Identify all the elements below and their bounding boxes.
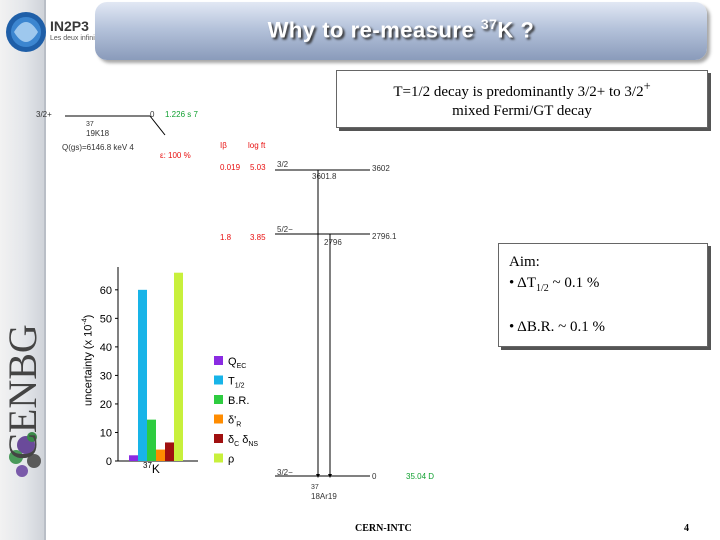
level2-energy-left: 2796 <box>324 238 342 247</box>
level3-spin: 3/2− <box>277 468 293 477</box>
chart-legend: QEC T1/2B.R. δ'R δC δNS ρ <box>214 356 258 466</box>
bar-3 <box>156 449 165 461</box>
aim-halflife-sub: 1/2 <box>535 283 549 294</box>
legend-label: ρ <box>228 454 234 466</box>
title-main: Why to re-measure <box>267 17 481 43</box>
bar-4 <box>165 442 174 461</box>
fermi-line-1-text: T=1/2 decay is predominantly 3/2+ to 3/2 <box>393 84 644 100</box>
title-end: K ? <box>497 17 535 43</box>
legend-swatch <box>214 375 223 385</box>
aim-branching: • ΔB.R. ~ 0.1 % <box>509 319 605 335</box>
y-tick-label: 40 <box>100 342 112 354</box>
level2-intensity: 1.8 <box>220 233 232 242</box>
legend-swatch <box>214 414 223 424</box>
footer-label: CERN-INTC <box>355 523 412 534</box>
bar-5 <box>174 272 183 461</box>
atom-icon <box>9 432 41 477</box>
y-label-end: ) <box>82 314 95 319</box>
level1-energy-left: 3601.8 <box>312 172 337 181</box>
y-tick-label: 0 <box>106 456 112 468</box>
x-label-mass: 37 <box>143 461 152 470</box>
legend-swatch <box>214 356 223 365</box>
aim-note: Aim: • ΔT1/2 ~ 0.1 % • ΔB.R. ~ 0.1 % <box>498 243 708 347</box>
chart-bars <box>129 272 183 461</box>
y-tick-label: 20 <box>100 399 112 411</box>
left-decor-edge <box>44 0 46 540</box>
y-label-sup: -4 <box>81 318 89 325</box>
legend-label: δ'R <box>228 415 241 429</box>
bar-2 <box>147 419 156 461</box>
parent-nuclide: 19K18 <box>86 129 110 138</box>
chart-axes: 0 10 20 30 40 50 60 <box>100 267 198 468</box>
y-label-text: uncertainty (x 10 <box>82 324 95 406</box>
legend-label: δC δNS <box>228 434 258 448</box>
aim-halflife: • ΔT1/2 ~ 0.1 % <box>509 273 697 299</box>
q-value: Q(gs)=6146.8 keV 4 <box>62 143 134 152</box>
bar-1 <box>138 289 147 461</box>
in2p3-tagline: Les deux infinis <box>50 35 99 42</box>
level2-energy-right: 2796.1 <box>372 232 397 241</box>
aim-halflife-text: • ΔT <box>509 275 536 291</box>
in2p3-logo-text: IN2P3 <box>50 18 89 34</box>
y-tick-label: 60 <box>100 285 112 297</box>
level3-halflife: 35.04 D <box>406 472 435 481</box>
title-sup: 37 <box>480 16 498 32</box>
legend-swatch <box>214 453 223 463</box>
chart-x-label: 37K <box>143 461 160 476</box>
page-number: 4 <box>684 523 689 534</box>
col-logft: log ft <box>248 141 266 150</box>
parent-spin: 3/2+ <box>36 110 52 119</box>
title-band <box>95 2 707 60</box>
level1-logft: 5.03 <box>250 163 266 172</box>
fermi-line-1: T=1/2 decay is predominantly 3/2+ to 3/2… <box>337 77 707 102</box>
parent-energy: 0 <box>150 110 155 119</box>
legend-swatch <box>214 395 223 404</box>
branch-ratio: ε: 100 % <box>160 151 191 160</box>
parent-mass: 37 <box>86 121 94 128</box>
fermi-gt-note: T=1/2 decay is predominantly 3/2+ to 3/2… <box>336 70 708 128</box>
fermi-line-1-sup: + <box>643 79 651 93</box>
legend-label: T1/2 <box>228 376 245 390</box>
level2-spin: 5/2− <box>277 225 293 234</box>
y-tick-label: 50 <box>100 313 112 325</box>
x-label-text: K <box>151 462 160 476</box>
cnrs-logo-icon <box>6 12 46 52</box>
y-tick-label: 30 <box>100 370 112 382</box>
slide-title: Why to re-measure 37K ? <box>95 16 707 43</box>
y-tick-label: 10 <box>100 427 112 439</box>
daughter-nuclide: 18Ar19 <box>311 492 337 501</box>
level1-spin: 3/2 <box>277 160 289 169</box>
level1-energy-right: 3602 <box>372 164 390 173</box>
legend-label: QEC <box>228 356 246 370</box>
parent-halflife: 1.226 s 7 <box>165 110 198 119</box>
level1-intensity: 0.019 <box>220 163 241 172</box>
level2-logft: 3.85 <box>250 233 266 242</box>
aim-heading: Aim: <box>509 254 540 270</box>
legend-label: B.R. <box>228 395 249 407</box>
level3-energy: 0 <box>372 472 377 481</box>
bar-0 <box>129 455 138 461</box>
chart-y-label: uncertainty (x 10-4) <box>82 280 95 440</box>
legend-swatch <box>214 434 223 443</box>
aim-halflife-end: ~ 0.1 % <box>548 275 600 291</box>
fermi-line-2: mixed Fermi/GT decay <box>452 103 592 119</box>
cenbg-logo-icon <box>9 432 41 477</box>
daughter-mass: 37 <box>311 484 319 491</box>
col-intensity: Iβ <box>220 141 227 150</box>
